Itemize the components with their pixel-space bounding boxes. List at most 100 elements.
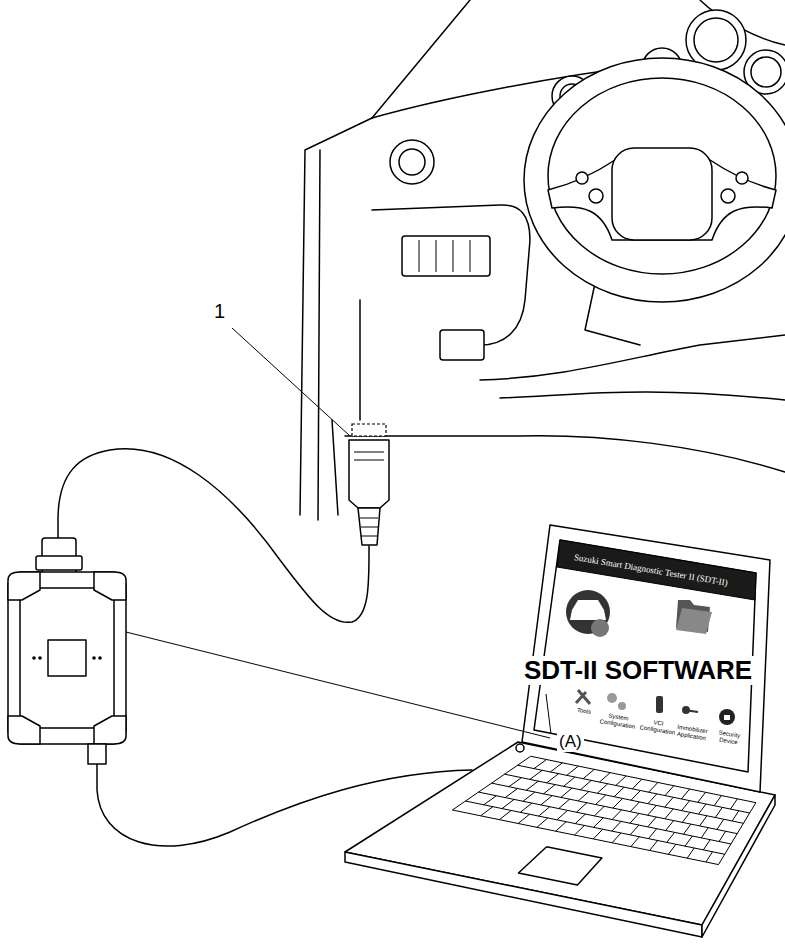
key-grid xyxy=(544,785,556,794)
dlc-connector xyxy=(352,424,386,436)
key-grid xyxy=(505,788,517,797)
key-grid xyxy=(578,792,589,801)
key-grid xyxy=(594,818,604,828)
key-grid xyxy=(648,817,656,827)
wheel-hub xyxy=(612,148,712,240)
key-grid xyxy=(509,778,522,787)
key-grid xyxy=(499,810,511,819)
wheel-button xyxy=(589,189,603,203)
center-panel xyxy=(372,205,530,345)
part-label: (A) xyxy=(557,733,584,752)
key-grid xyxy=(718,803,755,865)
vci-usb-port xyxy=(88,744,106,764)
vci-display xyxy=(48,640,86,676)
leader-line xyxy=(232,328,350,436)
key-grid xyxy=(575,814,585,824)
a-pillar xyxy=(372,0,470,118)
knee-panel xyxy=(480,335,785,380)
leader-line xyxy=(126,632,550,738)
panel-edge xyxy=(359,300,361,420)
key-grid xyxy=(593,829,602,839)
key-grid xyxy=(648,829,656,839)
key-grid xyxy=(518,814,529,823)
key-grid xyxy=(594,806,604,816)
wheel-button xyxy=(576,172,588,184)
vci-face xyxy=(20,588,114,728)
key-grid xyxy=(687,848,694,858)
obd-plug xyxy=(349,440,389,508)
key-grid xyxy=(700,816,707,826)
door-seam xyxy=(318,150,320,520)
key-grid xyxy=(630,813,639,823)
key-grid xyxy=(732,811,739,821)
key-grid xyxy=(557,810,568,819)
key-grid xyxy=(583,769,594,778)
key-grid xyxy=(561,788,572,797)
key-grid xyxy=(537,818,548,827)
person-icon xyxy=(591,619,609,637)
key-grid xyxy=(520,803,532,812)
menu-label: Security Device xyxy=(711,728,747,746)
tools-icon xyxy=(576,690,590,704)
key-grid xyxy=(600,773,611,782)
key-grid xyxy=(574,825,584,835)
key-grid xyxy=(665,786,674,796)
folder-icon xyxy=(676,608,712,634)
plug-strain-relief xyxy=(358,508,380,545)
menu-label: Immobilizer Application xyxy=(673,723,711,742)
key-grid xyxy=(717,819,724,829)
vci-device xyxy=(8,538,126,764)
key-grid xyxy=(719,831,726,841)
key-grid xyxy=(631,837,639,847)
touchpad xyxy=(518,847,601,885)
key-grid xyxy=(564,777,575,786)
wheel-button xyxy=(721,189,735,203)
dlc-cable xyxy=(58,449,369,623)
key-grid xyxy=(685,836,692,846)
menu-label: System Configuration xyxy=(597,711,639,730)
key-grid xyxy=(630,802,639,812)
key-grid xyxy=(698,804,706,814)
key-grid xyxy=(649,782,658,792)
key-grid xyxy=(612,821,621,831)
key-grid xyxy=(706,852,713,862)
vci-connector xyxy=(36,556,82,570)
key-grid xyxy=(530,770,542,779)
menu-label: Tools xyxy=(571,706,598,717)
key-grid xyxy=(484,796,497,805)
key-grid xyxy=(630,825,639,835)
key-grid xyxy=(650,840,658,850)
key-grid xyxy=(701,828,708,838)
laptop xyxy=(345,525,775,937)
vci-bumper xyxy=(8,572,40,600)
key-grid xyxy=(665,809,673,819)
laptop-base-edge xyxy=(702,795,775,937)
key-grid xyxy=(632,779,642,789)
key-grid xyxy=(479,792,731,844)
vci-icon xyxy=(656,696,663,713)
key-grid xyxy=(502,799,514,808)
key-icon xyxy=(682,706,690,714)
switch-panel xyxy=(440,330,484,360)
key-grid xyxy=(681,789,689,799)
security-icon xyxy=(719,709,735,725)
key-grid xyxy=(648,805,657,815)
gauge xyxy=(694,18,738,62)
gauge xyxy=(751,57,781,87)
key-grid xyxy=(714,796,721,806)
key-grid xyxy=(698,792,706,802)
key-grid xyxy=(481,807,493,816)
air-vent xyxy=(402,236,490,276)
key-grid xyxy=(541,796,552,805)
vehicle-icon xyxy=(570,600,606,620)
key-grid xyxy=(683,824,691,834)
callout-number: 1 xyxy=(214,300,225,322)
key-grid xyxy=(539,807,550,816)
vci-bumper xyxy=(8,716,40,744)
key-grid xyxy=(613,798,623,808)
steering-wheel xyxy=(524,58,785,302)
key-grid xyxy=(452,756,530,810)
